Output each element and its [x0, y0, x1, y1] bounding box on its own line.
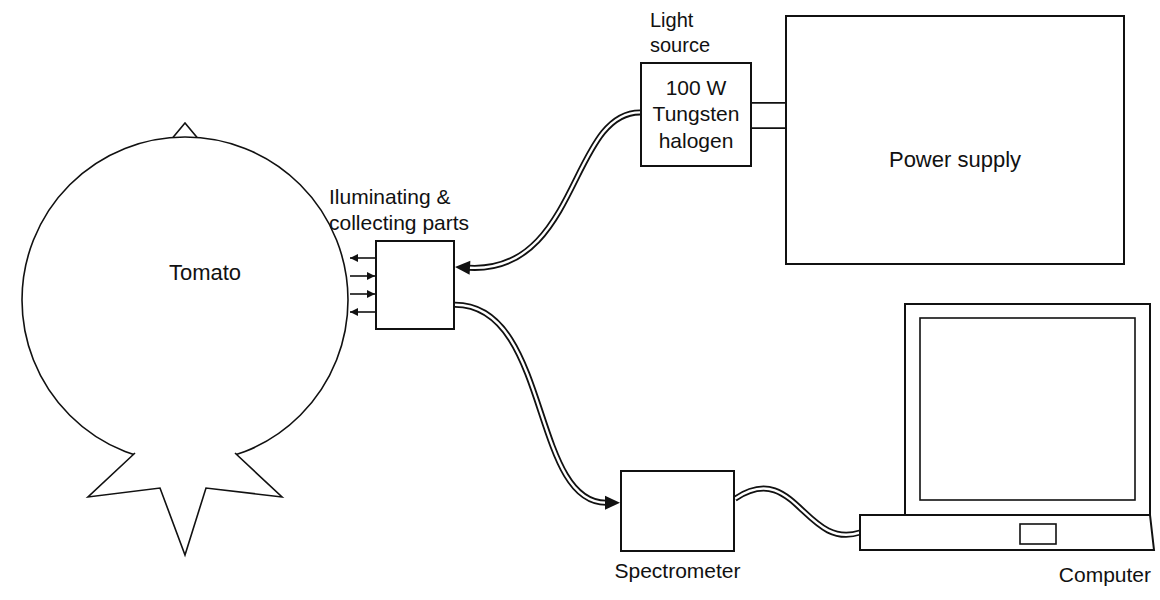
node-heading: Light source	[650, 8, 730, 58]
connector	[350, 254, 375, 316]
laptop-base	[860, 515, 1154, 550]
node-heading: Spectrometer	[612, 558, 743, 584]
arrow-head	[350, 254, 358, 262]
tomato-fruit: Tomato	[20, 135, 350, 465]
computer-laptop: Computer	[860, 300, 1155, 550]
fiber-core	[469, 112, 640, 268]
node-heading: Iluminating & collecting parts	[329, 184, 509, 237]
computer-laptop-outline	[860, 300, 1155, 550]
node-label: Tomato	[169, 259, 241, 287]
fiber-core	[455, 305, 606, 503]
fiber-cable	[455, 305, 606, 503]
tomato-fruit-outline	[20, 135, 350, 465]
node-heading: Computer	[1059, 562, 1151, 588]
laptop-touchpad	[1020, 524, 1056, 544]
probe-head-box: Iluminating & collecting parts	[375, 240, 455, 330]
power-wire	[752, 102, 785, 104]
laptop-lid	[905, 304, 1150, 515]
connector	[455, 305, 620, 510]
light-source-box: Light source100 W Tungsten halogen	[640, 62, 752, 167]
power-wire	[752, 127, 785, 129]
connector	[735, 489, 860, 535]
tomato-outline	[22, 137, 348, 463]
fiber-cable	[735, 489, 860, 535]
arrow-head	[455, 261, 470, 275]
node-label: 100 W Tungsten halogen	[648, 75, 744, 154]
spectrometer-box: Spectrometer	[620, 470, 735, 552]
fiber-core	[735, 489, 860, 535]
arrow-head	[350, 308, 358, 316]
power-supply-box: Power supply	[785, 15, 1125, 265]
node-label: Power supply	[889, 146, 1021, 174]
fiber-cable	[469, 112, 640, 268]
connector	[752, 103, 785, 128]
laptop-screen	[920, 318, 1135, 500]
arrow-head	[367, 290, 375, 298]
tomato-calyx	[88, 453, 282, 555]
connector	[455, 112, 640, 274]
arrow-head	[367, 272, 375, 280]
arrow-head	[605, 496, 620, 510]
